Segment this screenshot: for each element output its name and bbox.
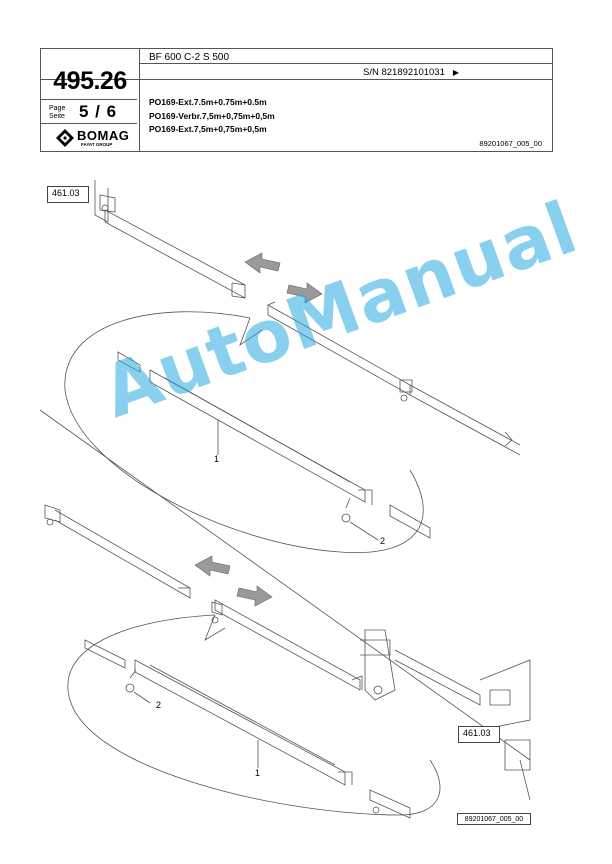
page-number: 5 / 6 (79, 102, 118, 121)
drawing-reference: 89201067_005_00 (457, 813, 531, 825)
part-number: 495.26 (53, 67, 127, 95)
part-label-1: 1 (214, 454, 220, 464)
part-label-2: 2 (380, 536, 386, 546)
serial-number: S/N 821892101031 ▶ (363, 67, 459, 78)
arrow-right-icon (286, 282, 323, 304)
header-row-divider (41, 123, 137, 124)
direction-arrows (194, 252, 323, 607)
arrow-left-icon (194, 555, 231, 577)
page-label-en: Page (49, 105, 66, 112)
document-reference: 89201067_005_00 (479, 139, 542, 148)
bomag-diamond-icon (56, 129, 74, 147)
header-row-divider (41, 99, 137, 100)
header-row-divider (41, 79, 552, 80)
arrow-left-icon (244, 252, 281, 274)
lower-left-bracket (44, 504, 191, 599)
logo-subtext: FAYAT GROUP (81, 142, 113, 147)
arrow-right-icon (236, 585, 273, 607)
logo-text: BOMAG (77, 128, 130, 143)
model-name: BF 600 C-2 S 500 (149, 52, 230, 63)
play-arrow-icon: ▶ (452, 68, 460, 77)
header-row-divider (139, 63, 552, 64)
lower-right-assembly (211, 599, 531, 801)
part-1-upper (117, 351, 431, 541)
detail-ellipse-lower (67, 614, 441, 816)
serial-text: S/N 821892101031 (363, 67, 445, 78)
part-label-1: 1 (255, 768, 261, 778)
description-line: PO169-Verbr.7,5m+0,75m+0,5m (149, 110, 275, 121)
right-tube (267, 301, 521, 456)
parts-drawing (39, 180, 531, 819)
separator-line (39, 409, 531, 761)
description-line: PO169-Ext.7.5m+0.75m+0.5m (149, 97, 267, 107)
part-label-2: 2 (156, 700, 162, 710)
header-left-column (41, 49, 140, 151)
part-1-lower (84, 639, 411, 819)
header-block: BF 600 C-2 S 500 S/N 821892101031 ▶ 495.2… (40, 48, 553, 152)
description: PO169-Ext.7.5m+0.75m+0.5m PO169-Verbr.7,… (149, 96, 275, 137)
top-tube (104, 209, 246, 299)
description-line: PO169-Ext.7,5m+0,75m+0,5m (149, 124, 267, 134)
callout-reference-top: 461.03 (47, 186, 89, 203)
detail-ellipse-upper (64, 311, 424, 554)
page-label: Page Seite (49, 105, 65, 121)
page-label-de: Seite (49, 113, 65, 120)
bomag-logo: BOMAG FAYAT GROUP (55, 128, 135, 150)
callout-reference-bottom: 461.03 (458, 726, 500, 743)
